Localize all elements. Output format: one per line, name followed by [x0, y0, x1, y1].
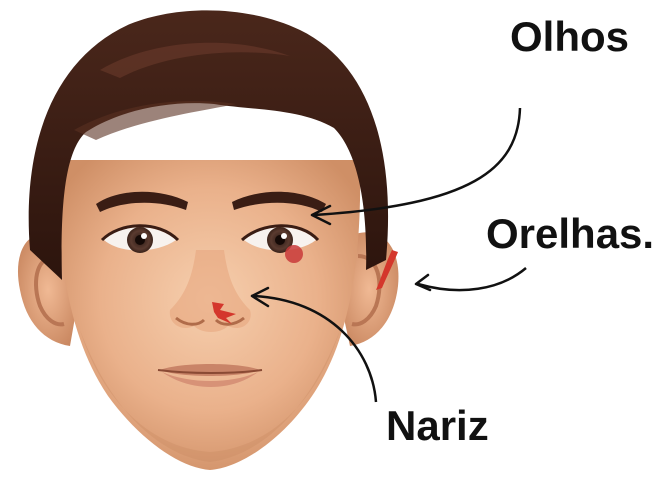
arrow-ears [416, 268, 526, 290]
label-nose: Nariz [386, 405, 489, 447]
eye-bruise-mark [285, 245, 303, 263]
label-eyes: Olhos [510, 16, 629, 58]
label-ears: Orelhas. [486, 213, 654, 255]
